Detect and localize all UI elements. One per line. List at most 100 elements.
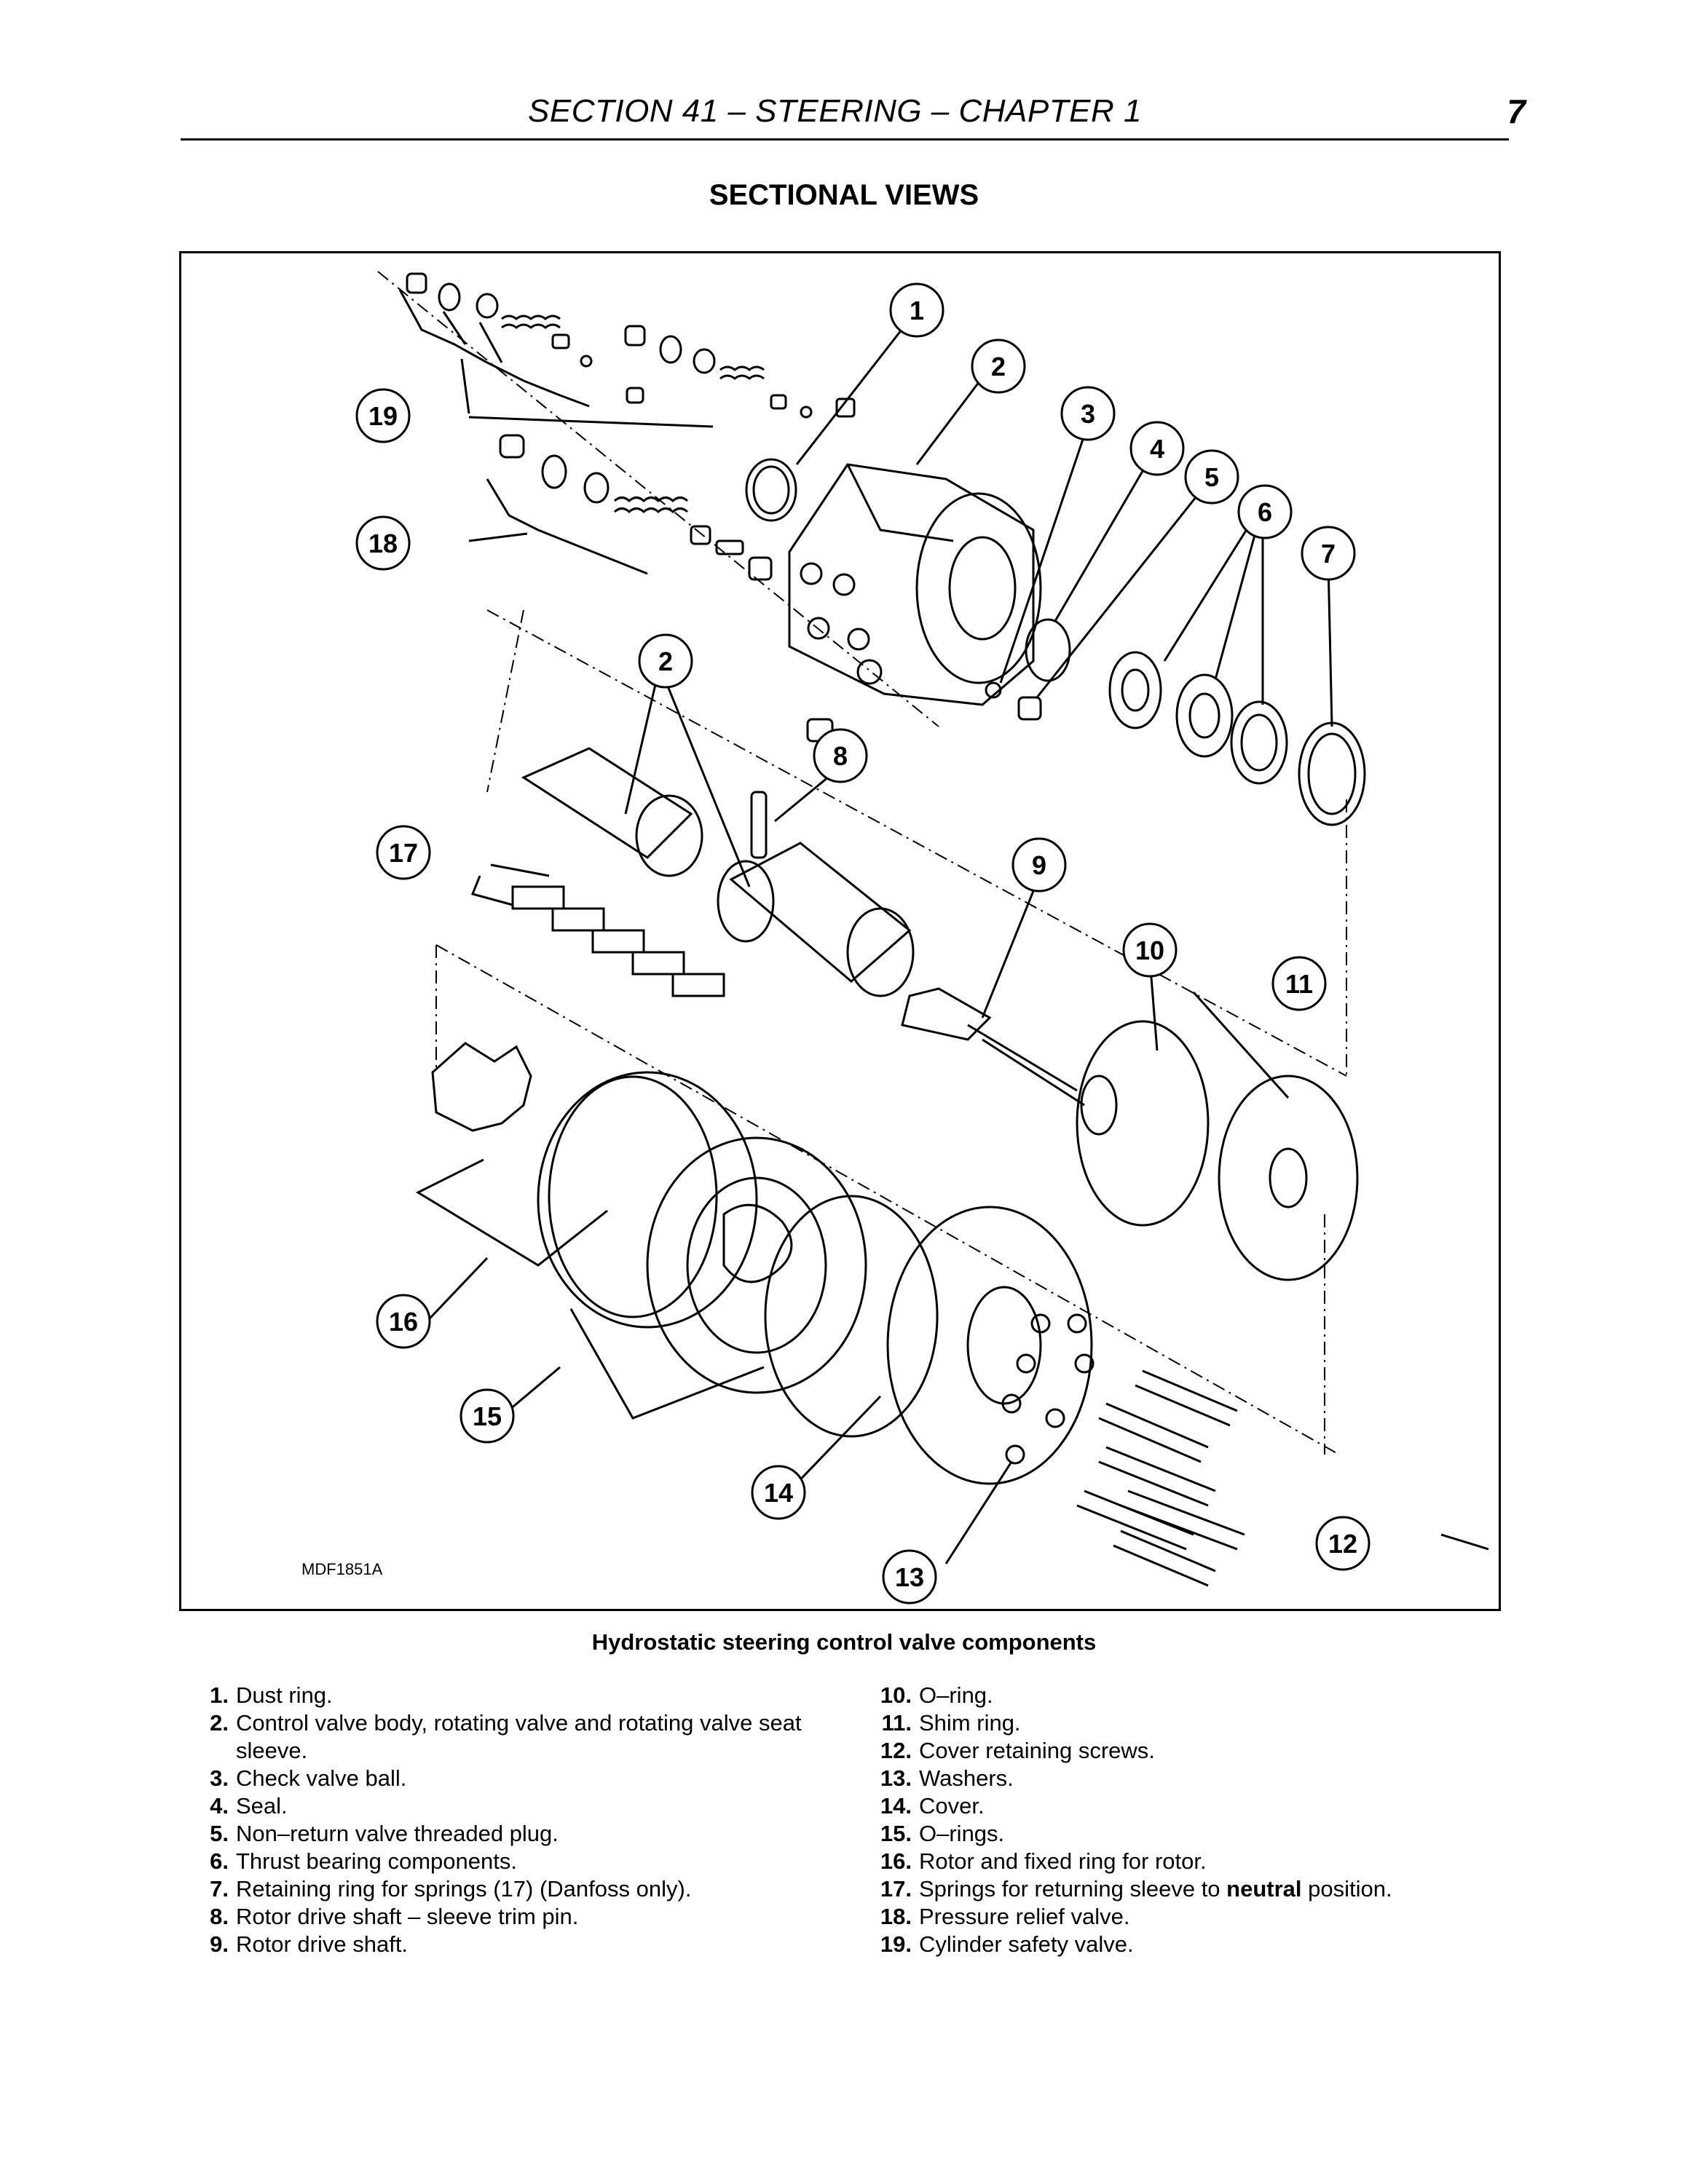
rotating-valve-part xyxy=(521,747,915,997)
spring-leaves-part xyxy=(470,875,725,997)
callout-label: 10 xyxy=(1135,935,1164,965)
legend-number: 8. xyxy=(210,1904,229,1929)
callout-label: 1 xyxy=(910,296,924,325)
cover-part xyxy=(886,1206,1093,1485)
legend-number: 6. xyxy=(210,1848,229,1874)
legend-item: 13. Washers. xyxy=(874,1765,1529,1792)
legend-item: 9. Rotor drive shaft. xyxy=(191,1931,832,1958)
legend-item: 15. O–rings. xyxy=(874,1820,1529,1848)
callout-label: 14 xyxy=(764,1478,793,1508)
cylinder-safety-valve-parts xyxy=(398,272,813,419)
dust-ring-part xyxy=(745,458,797,522)
callout-label: 16 xyxy=(389,1307,418,1337)
rotor-ring-part xyxy=(537,1071,758,1329)
legend-number: 3. xyxy=(210,1765,229,1791)
check-valve-ball-part xyxy=(985,681,1002,699)
callout-label: 17 xyxy=(389,838,418,868)
legend-text: Springs for returning sleeve to neutral … xyxy=(919,1875,1529,1903)
callout-label: 18 xyxy=(368,529,398,558)
legend-text: Cylinder safety valve. xyxy=(919,1931,1134,1957)
legend-item: 17. Springs for returning sleeve to neutr… xyxy=(874,1875,1529,1903)
legend-text: Cover. xyxy=(919,1793,985,1819)
legend-number: 14. xyxy=(880,1793,912,1819)
legend-left-column: 1. Dust ring. 2. Control valve body, rotat… xyxy=(191,1682,832,1958)
rotor-drive-shaft-part xyxy=(901,987,1118,1136)
thrust-bearing-parts xyxy=(1108,651,1288,785)
exploded-view-drawing: 1 2 3 4 5 6 7 2 8 9 10 11 12 13 14 15 16… xyxy=(355,271,1489,1605)
legend-item: 10.O–ring. xyxy=(874,1682,1529,1709)
legend-number: 12. xyxy=(880,1738,912,1763)
callout-label: 8 xyxy=(833,741,848,771)
rotor-part xyxy=(431,1042,532,1132)
pressure-relief-valve-parts xyxy=(486,434,773,581)
legend-number: 9. xyxy=(210,1931,229,1957)
legend-item: 12. Cover retaining screws. xyxy=(874,1737,1529,1765)
legend-text: Check valve ball. xyxy=(236,1765,407,1791)
legend-number: 13. xyxy=(880,1765,912,1791)
legend-number: 19. xyxy=(880,1931,912,1957)
callout-label: 4 xyxy=(1150,434,1164,464)
legend-item: 2. Control valve body, rotating valve and… xyxy=(191,1709,832,1765)
legend-number: 2. xyxy=(210,1710,229,1736)
legend-item: 4. Seal. xyxy=(191,1792,832,1820)
section-heading: SECTIONAL VIEWS xyxy=(709,179,979,211)
legend-item: 3. Check valve ball. xyxy=(191,1765,832,1792)
callout-label: 2 xyxy=(991,352,1006,381)
legend-number: 4. xyxy=(210,1793,229,1819)
legend-text: Retaining ring for springs (17) (Danfoss… xyxy=(236,1876,692,1902)
legend-item: 18.Pressure relief valve. xyxy=(874,1903,1529,1931)
figure-caption: Hydrostatic steering control valve compo… xyxy=(591,1629,1097,1655)
legend-item: 16. Rotor and fixed ring for rotor. xyxy=(874,1848,1529,1875)
legend-text: Non–return valve threaded plug. xyxy=(236,1821,559,1846)
seal-part xyxy=(1025,618,1071,682)
legend-number: 1. xyxy=(210,1682,229,1708)
callout-label: 13 xyxy=(895,1562,924,1592)
legend-number: 5. xyxy=(210,1821,229,1846)
legend-number: 10. xyxy=(880,1682,912,1708)
washers-part xyxy=(1001,1313,1095,1465)
legend-text: Seal. xyxy=(236,1793,288,1819)
legend-item: 19. Cylinder safety valve. xyxy=(874,1931,1529,1958)
legend-number: 18. xyxy=(880,1904,912,1929)
legend-item: 11. Shim ring. xyxy=(874,1709,1529,1737)
o-ring-part xyxy=(1076,1020,1210,1227)
legend-item: 6.Thrust bearing components. xyxy=(191,1848,832,1875)
legend-number: 17. xyxy=(880,1876,912,1902)
legend-text-emphasis: neutral xyxy=(1226,1876,1302,1902)
control-valve-body-part xyxy=(788,397,1042,743)
legend-number: 11. xyxy=(881,1710,912,1736)
legend-text: Washers. xyxy=(919,1765,1014,1791)
cover-screws-part xyxy=(1076,1369,1245,1587)
legend-text: Rotor drive shaft – sleeve trim pin. xyxy=(236,1904,579,1929)
threaded-plug-part xyxy=(1017,696,1042,721)
legend-text: Rotor and fixed ring for rotor. xyxy=(919,1848,1207,1874)
exploded-view-figure: 1 2 3 4 5 6 7 2 8 9 10 11 12 13 14 15 16… xyxy=(179,251,1501,1611)
page-number: 7 xyxy=(1507,92,1526,130)
legend-text: Rotor drive shaft. xyxy=(236,1931,409,1957)
legend-text: O–rings. xyxy=(919,1821,1005,1846)
callout-label: 19 xyxy=(368,401,398,431)
legend-text: Dust ring. xyxy=(236,1682,333,1708)
callout-label: 15 xyxy=(473,1401,502,1431)
legend-item: 8. Rotor drive shaft – sleeve trim pin. xyxy=(191,1903,832,1931)
callout-label: 3 xyxy=(1081,399,1095,429)
callout-label: 11 xyxy=(1285,969,1313,999)
shim-ring-part xyxy=(1218,1075,1359,1281)
legend-text-part: Springs for returning sleeve to xyxy=(919,1876,1227,1902)
callout-label: 9 xyxy=(1032,850,1046,880)
legend-number: 16. xyxy=(880,1848,912,1874)
legend-text: Control valve body, rotating valve and r… xyxy=(236,1710,802,1763)
trim-pin-part xyxy=(750,791,768,859)
legend-number: 7. xyxy=(210,1876,229,1902)
callout-label: 7 xyxy=(1321,539,1336,569)
callout-label: 2 xyxy=(658,646,673,676)
figure-id: MDF1851A xyxy=(301,1560,383,1578)
legend-text: Cover retaining screws. xyxy=(919,1738,1155,1763)
callout-label: 12 xyxy=(1328,1529,1357,1559)
legend-item: 5. Non–return valve threaded plug. xyxy=(191,1820,832,1848)
legend-number: 15. xyxy=(880,1821,912,1846)
section-title: SECTION 41 – STEERING – CHAPTER 1 xyxy=(528,93,1142,129)
legend-text: Shim ring. xyxy=(919,1710,1021,1736)
legend-item: 7. Retaining ring for springs (17) (Danfo… xyxy=(191,1875,832,1903)
legend-text-part: position. xyxy=(1301,1876,1392,1902)
